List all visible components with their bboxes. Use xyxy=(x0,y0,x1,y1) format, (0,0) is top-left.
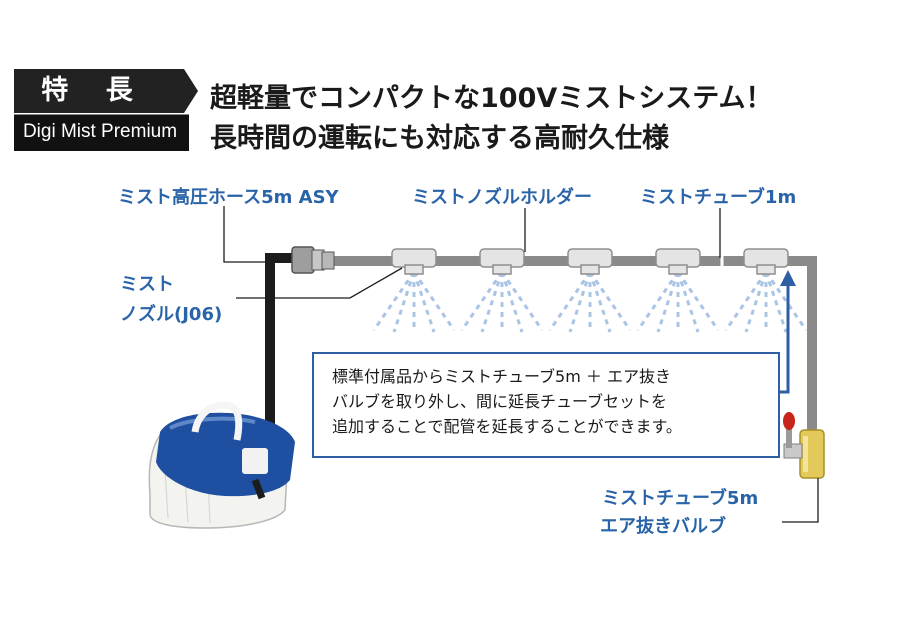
label-high-pressure-hose: ミスト高圧ホース5m ASY xyxy=(118,187,339,208)
label-mist-tube-5m: ミストチューブ5m xyxy=(602,488,759,509)
mist-pump xyxy=(148,401,295,529)
headline-line1: 超軽量でコンパクトな100Vミストシステム！ xyxy=(210,83,773,114)
note-line1: 標準付属品からミストチューブ5m ＋ エア抜き xyxy=(332,367,671,386)
badge-title: 特 長 xyxy=(41,75,147,106)
mist-spray xyxy=(372,271,808,333)
label-nozzle-holder: ミストノズルホルダー xyxy=(412,187,592,208)
callout-lines xyxy=(223,206,819,523)
note-line3: 追加することで配管を延長することができます。 xyxy=(332,417,682,436)
label-air-bleed-valve: エア抜きバルブ xyxy=(600,516,726,537)
label-nozzle-line1: ミスト xyxy=(120,274,174,295)
air-bleed-valve xyxy=(783,412,825,479)
badge-bottom-shape xyxy=(14,114,189,151)
hose-connector xyxy=(291,246,335,274)
badge-top-shape xyxy=(14,69,198,113)
extension-arrow xyxy=(780,270,796,394)
high-pressure-hose xyxy=(265,253,300,455)
extension-note: 標準付属品からミストチューブ5m ＋ エア抜き バルブを取り外し、間に延長チュー… xyxy=(312,352,780,458)
badge-subtitle: Digi Mist Premium xyxy=(22,121,178,142)
label-nozzle-line2: ノズル(J06) xyxy=(120,304,223,325)
headline-line2: 長時間の運転にも対応する高耐久仕様 xyxy=(210,123,669,154)
note-line2: バルブを取り外し、間に延長チューブセットを xyxy=(332,392,668,411)
label-mist-tube-1m: ミストチューブ1m xyxy=(640,187,797,208)
nozzle-holders xyxy=(391,248,789,275)
